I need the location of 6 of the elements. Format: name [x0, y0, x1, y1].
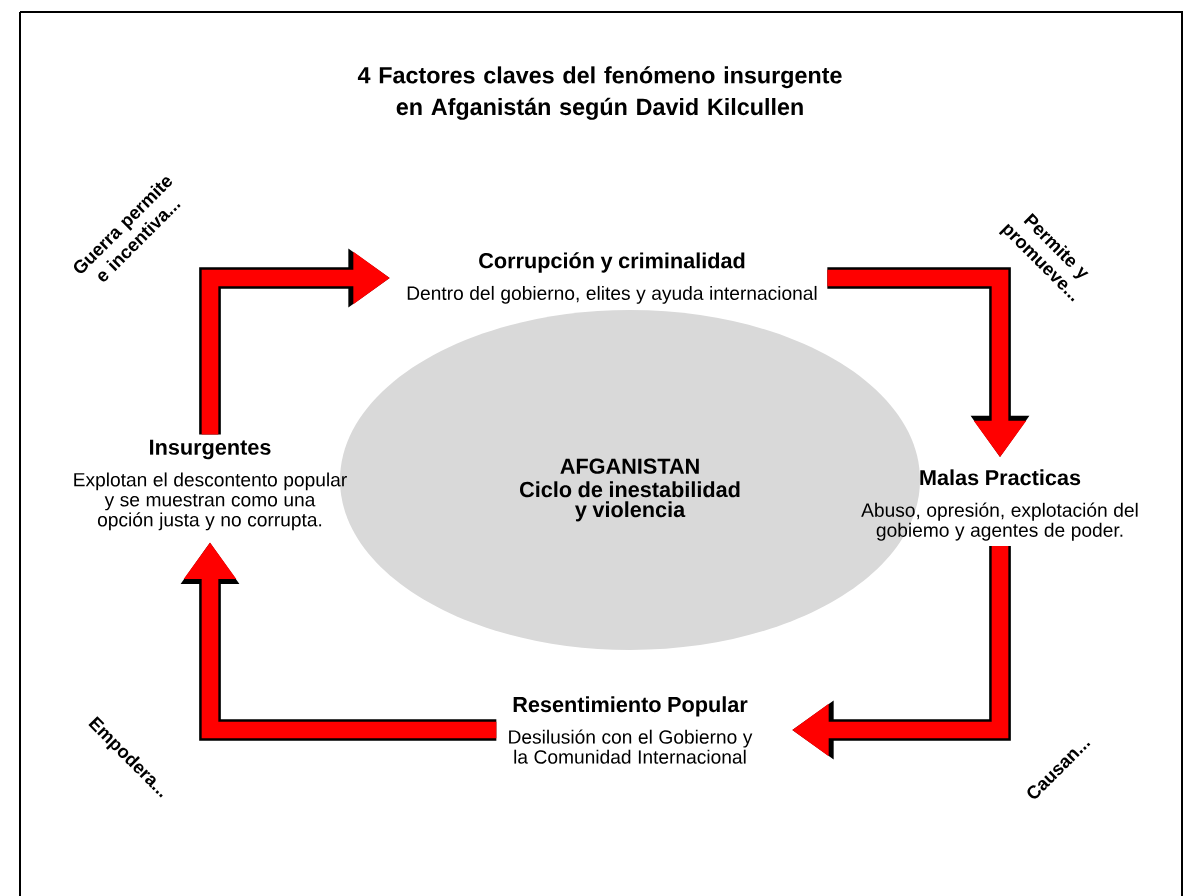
title: 4 Factores claves del fenómeno insurgente en Afganistán según David Kilcullen	[357, 66, 842, 120]
factor-label: Malas Practicas Abuso, opresión, explotación del gobiemo y agentes de poder.	[861, 469, 1138, 541]
center-label: AFGANISTAN Ciclo de inestabilidad y violencia	[520, 458, 740, 522]
factor-label: Insurgentes Explotan el descontento popular y se muestran como una opción justa y no corrupta.	[74, 439, 347, 531]
factor-label: Corrupción y criminalidad Dentro del gobierno, elites y ayuda internacional	[407, 252, 817, 304]
factor-label: Resentimiento Popular Desilusión con el Gobierno y la Comunidad Internacional	[509, 696, 753, 764]
